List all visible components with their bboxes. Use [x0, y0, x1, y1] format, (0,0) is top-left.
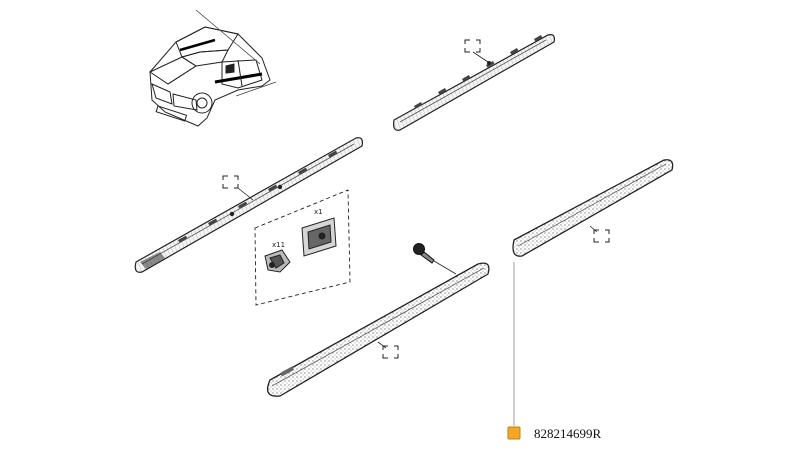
fixing-kit-box	[254, 189, 351, 306]
plate-quantity: x1	[314, 208, 323, 216]
bracket-marker-icon	[464, 39, 481, 53]
plate-icon	[301, 217, 337, 257]
clip-icon	[264, 249, 291, 273]
moulding-front-lower	[266, 262, 490, 397]
callout-marker[interactable]	[507, 426, 521, 440]
clip-quantity: x11	[272, 241, 285, 249]
part-number-label[interactable]: 828214699R	[534, 426, 602, 441]
bracket-marker-icon	[222, 175, 239, 189]
screw-icon	[413, 243, 457, 275]
bracket-marker-icon	[593, 229, 610, 243]
moulding-rear-upper	[393, 34, 555, 131]
moulding-front-upper	[134, 137, 363, 273]
car-thumbnail-icon	[148, 9, 277, 127]
moulding-rear-lower	[512, 159, 674, 257]
